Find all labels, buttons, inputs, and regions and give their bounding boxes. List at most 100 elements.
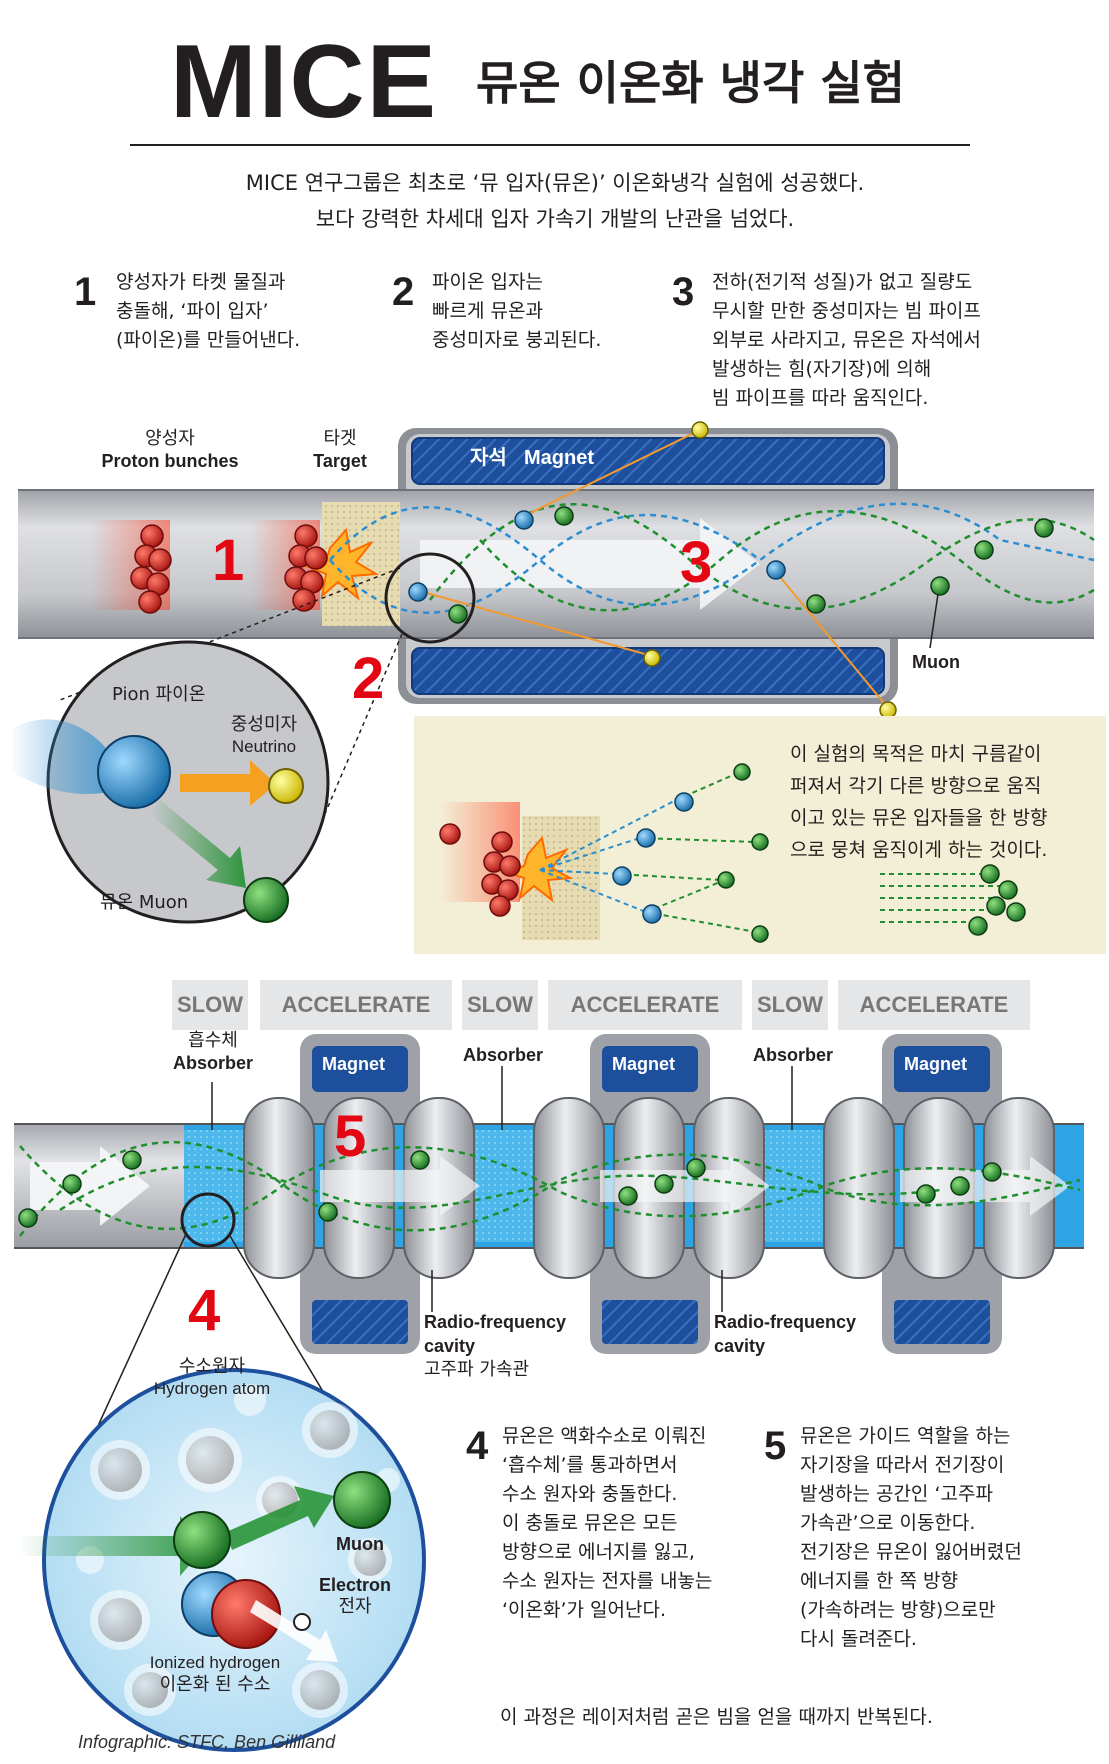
- beam-direction-arrow: [420, 518, 760, 610]
- neutrino-label: 중성미자 Neutrino: [204, 714, 324, 758]
- step-5-line: 자기장을 따라서 전기장이: [800, 1454, 1005, 1476]
- hydrogen-label-ko: 수소원자: [178, 1356, 246, 1377]
- electron-label-en: Electron: [318, 1575, 392, 1595]
- muon-pointer: [929, 593, 939, 649]
- intro-line-1: MICE 연구그룹은 최초로 ‘뮤 입자(뮤온)’ 이온화냉각 실험에 성공했다…: [245, 171, 865, 195]
- zoom-line: [317, 633, 403, 831]
- absorber-label-3: Absorber: [752, 1045, 833, 1065]
- step-2-line: 빠르게 뮤온과: [432, 300, 543, 322]
- hydrogen-label-en: Hydrogen atom: [153, 1379, 271, 1398]
- step-4-line: 수소 원자는 전자를 내놓는: [502, 1570, 713, 1592]
- page-subtitle: 뮤온 이온화 냉각 실험: [476, 56, 905, 110]
- neutrino-track: [775, 571, 889, 709]
- ionized-label-en: Ionized hydrogen: [149, 1653, 281, 1672]
- diagram-number-5: 5: [334, 1104, 367, 1169]
- page-title: MICE: [170, 24, 438, 140]
- diagram-number-2: 2: [352, 646, 385, 711]
- goal-line: 이 실험의 목적은 마치 구름같이: [790, 743, 1042, 765]
- neutrino-label-ko: 중성미자: [230, 714, 298, 735]
- muon-particle: [554, 506, 574, 526]
- footer-note: 이 과정은 레이저처럼 곧은 빔을 얻을 때까지 반복된다.: [500, 1706, 933, 1728]
- ionized-label: Ionized hydrogen 이온화 된 수소: [120, 1652, 310, 1696]
- absorber-2: [474, 1130, 534, 1242]
- title-divider: [130, 144, 970, 146]
- cooling-channel: [14, 1034, 1084, 1501]
- step-4-line: ‘흡수체’를 통과하면서: [502, 1454, 678, 1476]
- rf-cavity-label-2: Radio-frequency cavity: [714, 1310, 856, 1358]
- muon-ball-out: [333, 1471, 391, 1529]
- target-label-ko: 타겟: [323, 428, 357, 449]
- rf-label-ko: 고주파 가속관: [424, 1359, 530, 1380]
- neutrino-track: [519, 429, 701, 519]
- absorber-label-1: 흡수체 Absorber: [168, 1030, 258, 1074]
- muon-label: Muon: [912, 652, 960, 672]
- step-4-line: 이 충돌로 뮤온은 모든: [502, 1512, 678, 1534]
- step-1-line: (파이온)를 만들어낸다.: [116, 329, 301, 351]
- absorber-3: [764, 1130, 824, 1242]
- pion-particle: [514, 510, 534, 530]
- step-2-line: 중성미자로 붕괴된다.: [432, 329, 602, 351]
- intro-line-2: 보다 강력한 차세대 입자 가속기 개발의 난관을 넘었다.: [315, 207, 795, 231]
- goal-text: 이 실험의 목적은 마치 구름같이 퍼져서 각기 다른 방향으로 움직 이고 있…: [790, 738, 1090, 866]
- proton-label-en: Proton bunches: [101, 451, 239, 471]
- step-4-number: 4: [466, 1424, 489, 1468]
- muon-particle: [448, 604, 468, 624]
- muon-particle: [974, 540, 994, 560]
- muon-in-arrow: [20, 1516, 206, 1576]
- step-3-line: 빔 파이프를 따라 움직인다.: [712, 387, 929, 409]
- rf-label-line: Radio-frequency: [424, 1312, 567, 1332]
- hydrogen-label: 수소원자 Hydrogen atom: [122, 1356, 302, 1400]
- pion-decay-inset: [10, 640, 330, 924]
- proton-label-ko: 양성자: [145, 428, 195, 449]
- step-4-line: ‘이온화’가 일어난다.: [502, 1599, 666, 1621]
- muon-particle: [1034, 518, 1054, 538]
- neutrino-ball: [268, 768, 304, 804]
- step-5-line: 발생하는 공간인 ‘고주파: [800, 1483, 993, 1505]
- goal-line: 퍼져서 각기 다른 방향으로 움직: [790, 775, 1042, 797]
- step-5-line: 에너지를 한 쪽 방향: [800, 1570, 958, 1592]
- phase-boxes: [172, 980, 1030, 1030]
- step-4-line: 뮤온은 액화수소로 이뤄진: [502, 1425, 707, 1447]
- magnet-small-3: Magnet: [904, 1054, 967, 1074]
- phase-accelerate-3: ACCELERATE: [859, 992, 1009, 1017]
- step-3-number: 3: [672, 270, 695, 314]
- proton-bunch-2: [284, 524, 328, 612]
- zoom-ring-2: [384, 552, 476, 644]
- muon-arrow: [150, 800, 246, 888]
- neutrino-label-en: Neutrino: [231, 737, 297, 756]
- muon-track: [429, 503, 1095, 611]
- step-5-text: 뮤온은 가이드 역할을 하는 자기장을 따라서 전기장이 발생하는 공간인 ‘고…: [800, 1422, 1080, 1654]
- step-5-number: 5: [764, 1424, 787, 1468]
- magnet-bottom: [411, 647, 885, 695]
- muon-ball: [243, 877, 289, 923]
- muon-particle: [806, 594, 826, 614]
- goal-line: 으로 뭉쳐 움직이게 하는 것이다.: [790, 839, 1048, 861]
- muon-hydrogen-label: Muon: [336, 1534, 384, 1554]
- step-3-line: 전하(전기적 성질)가 없고 질량도: [712, 271, 973, 293]
- neutrino-track: [415, 589, 653, 657]
- step-3-line: 외부로 사라지고, 뮤온은 자석에서: [712, 329, 981, 351]
- neutrino-particle: [879, 701, 897, 719]
- pion-ball: [97, 735, 171, 809]
- electron: [293, 1613, 311, 1631]
- step-2-number: 2: [392, 270, 415, 314]
- target-label-en: Target: [313, 451, 367, 471]
- goal-panel: [414, 716, 1106, 954]
- phase-slow-3: SLOW: [757, 992, 823, 1017]
- pion-track: [329, 502, 1095, 607]
- absorber-label-en: Absorber: [172, 1053, 253, 1073]
- step-1-line: 충돌해, ‘파이 입자’: [116, 300, 269, 322]
- rf-label-line: cavity: [714, 1336, 766, 1356]
- magnet-top: [411, 437, 885, 485]
- pion-track: [329, 513, 761, 615]
- diagram-number-1: 1: [212, 528, 245, 593]
- diagram-number-4: 4: [188, 1278, 221, 1343]
- step-2-line: 파이온 입자는: [432, 271, 543, 293]
- step-4-line: 방향으로 에너지를 잃고,: [502, 1541, 695, 1563]
- step-1-line: 양성자가 타켓 물질과: [116, 271, 286, 293]
- step-5-line: 가속관’으로 이동한다.: [800, 1512, 976, 1534]
- step-1-text: 양성자가 타켓 물질과 충돌해, ‘파이 입자’ (파이온)를 만들어낸다.: [116, 268, 356, 355]
- top-beamline: [18, 421, 1095, 831]
- muon-out-arrow: [226, 1486, 334, 1550]
